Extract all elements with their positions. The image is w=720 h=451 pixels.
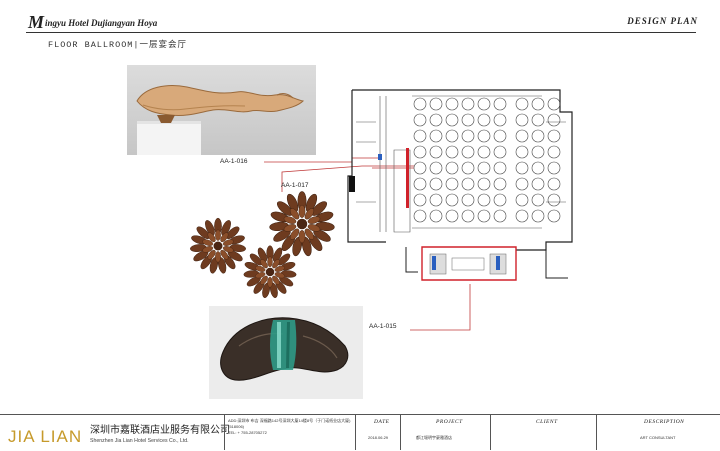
client-label: CLIENT [536, 419, 558, 425]
callout-line-015 [410, 284, 471, 331]
company-address: ADD:深圳市 布吉 深福路142号深圳大厦14楼8号（于门诺纸业店大厦)(51… [228, 418, 353, 436]
design-plan-label: DESIGN PLAN [627, 16, 698, 26]
company-name-en: Shenzhen Jia Lian Hotel Services Co., Lt… [90, 438, 189, 444]
footer-bar [0, 414, 720, 451]
company-name-cn: 深圳市嘉联酒店业服务有限公司 [90, 425, 230, 436]
wood-flower-medium [243, 245, 297, 298]
callout-label-016: AA-1-016 [220, 158, 248, 165]
artwork-photo-root-glass [209, 306, 363, 399]
hotel-title: Mingyu Hotel Dujiangyan Hoya [28, 12, 157, 33]
floor-plan [347, 89, 573, 281]
hotel-title-initial: M [28, 12, 45, 32]
plinth [137, 121, 201, 155]
footer-divider [224, 414, 225, 450]
company-logo: JIA LIAN [8, 427, 83, 446]
wood-flower-large [268, 190, 336, 258]
address-line: ADD:深圳市 布吉 深福路142号深圳大厦14楼8号（于门诺纸业店大厦)(51… [228, 418, 351, 429]
description-label: DESCRIPTION [644, 419, 685, 425]
hotel-title-text: ingyu Hotel Dujiangyan Hoya [45, 18, 158, 28]
plan-highlight-wall [406, 148, 409, 208]
footer-divider [355, 414, 356, 450]
date-value: 2018.06.29 [368, 435, 389, 440]
description-value: ART CONSULTANT [640, 435, 676, 440]
date-label: DATE [374, 419, 390, 425]
wood-flower-small [189, 217, 247, 275]
artwork-photo-wood-flowers [189, 190, 336, 298]
footer-divider [400, 414, 401, 450]
header-divider [26, 32, 696, 33]
callout-line-017 [281, 165, 414, 192]
tel-line: TEL: + 755-28705272 [228, 430, 267, 435]
page-subtitle: FLOOR BALLROOM|一层宴会厅 [48, 40, 188, 50]
footer-divider [490, 414, 491, 450]
project-value: 都江堰明宇豪雅酒店 [416, 435, 452, 440]
project-label: PROJECT [436, 419, 463, 425]
artwork-photo-wood-sculpture [127, 65, 316, 155]
callout-label-017: AA-1-017 [281, 182, 309, 189]
footer-divider [596, 414, 597, 450]
callout-label-015: AA-1-015 [369, 323, 397, 330]
